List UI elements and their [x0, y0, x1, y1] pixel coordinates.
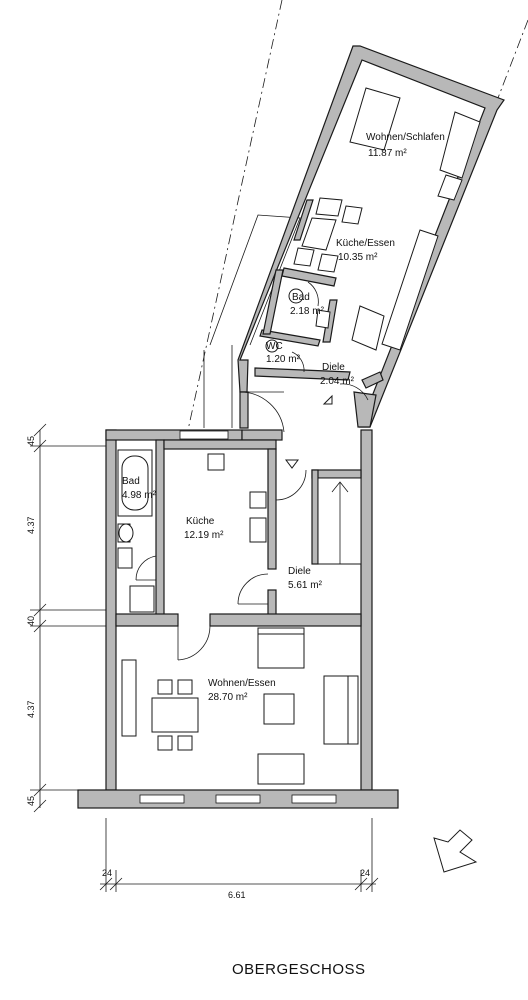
upper-wing-walls: [237, 45, 505, 429]
dim-horizontal-right: 24: [360, 868, 370, 878]
vertical-dimension-chain: [30, 423, 106, 813]
dim-vertical-3: 40: [26, 616, 36, 626]
room-name-bad-lower: Bad: [122, 476, 140, 487]
room-area-wohnen-essen: 28.70 m²: [208, 692, 248, 703]
dim-vertical-4: 4.37: [26, 700, 36, 718]
dim-vertical-1: 45: [26, 436, 36, 446]
room-area-diele-lower: 5.61 m²: [288, 580, 323, 591]
north-arrow-icon: [433, 829, 478, 873]
room-name-kueche-essen: Küche/Essen: [336, 238, 395, 249]
horizontal-dimension-chain: [99, 818, 379, 892]
room-area-kueche-essen: 10.35 m²: [338, 252, 378, 263]
lower-doors: [135, 469, 307, 661]
room-name-diele-upper: Diele: [322, 362, 345, 373]
room-area-wohnen-schlafen: 11.87 m²: [368, 148, 407, 159]
room-area-bad-lower: 4.98 m²: [122, 490, 157, 501]
lower-furniture: [117, 449, 362, 785]
room-name-wohnen-schlafen: Wohnen/Schlafen: [366, 132, 445, 143]
stair-arrow-icon: [322, 394, 333, 405]
dim-horizontal-left: 24: [102, 868, 112, 878]
room-area-kueche: 12.19 m²: [184, 530, 224, 541]
dim-horizontal-total: 6.61: [228, 890, 246, 900]
windows: [139, 430, 337, 804]
dim-vertical-2: 4.37: [26, 516, 36, 534]
room-area-wc: 1.20 m²: [266, 354, 301, 365]
room-name-bad-upper: Bad: [292, 292, 310, 303]
property-boundary-right: [497, 19, 528, 99]
dim-vertical-5: 45: [26, 796, 36, 806]
entry-arrow-icon: [285, 459, 299, 469]
property-boundary-line: [187, 0, 283, 431]
room-name-wc: WC: [266, 341, 283, 352]
lower-walls: [77, 429, 399, 809]
room-area-diele-upper: 2.04 m²: [320, 376, 355, 387]
floor-title: OBERGESCHOSS: [232, 961, 366, 978]
upper-furniture: [265, 87, 481, 353]
room-name-diele-lower: Diele: [288, 566, 311, 577]
upper-doors: [239, 281, 369, 433]
room-area-bad-upper: 2.18 m²: [290, 306, 325, 317]
room-name-kueche: Küche: [186, 516, 215, 527]
room-name-wohnen-essen: Wohnen/Essen: [208, 678, 276, 689]
